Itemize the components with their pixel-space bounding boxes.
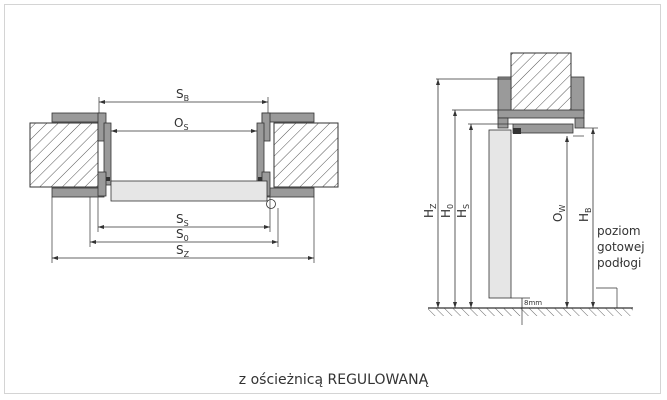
label-h0: H0: [439, 204, 455, 218]
diagram-caption: z ościeżnicą REGULOWANĄ: [238, 372, 429, 388]
label-sb: SB: [176, 87, 189, 103]
label-hs: HS: [455, 204, 471, 218]
door-leaf: [110, 180, 268, 202]
hinge: [266, 199, 276, 209]
label-ow: OW: [551, 205, 567, 222]
top-door-frame: [497, 76, 585, 134]
label-hb: HB: [577, 207, 593, 222]
door-leaf-section: [488, 129, 512, 299]
left-wall: [29, 122, 99, 188]
label-os: OS: [174, 116, 189, 132]
lintel-wall: [510, 52, 572, 114]
left-door-frame: [51, 112, 112, 198]
floor-note-line-2: gotowej: [597, 240, 645, 254]
section-view: HZ H0 HS OW HB 8mm poziom gotowej podłog…: [422, 52, 645, 325]
label-ss: SS: [176, 212, 189, 228]
right-wall: [273, 122, 339, 188]
label-s0: S0: [176, 227, 189, 243]
plan-view: SB OS SS S0 SZ: [29, 87, 339, 263]
label-8mm: 8mm: [524, 299, 542, 307]
floor-hatch: [428, 308, 633, 316]
label-hz: HZ: [422, 203, 438, 218]
label-sz: SZ: [176, 243, 190, 259]
floor-note-line-1: poziom: [597, 224, 641, 238]
floor-note-line-3: podłogi: [597, 256, 641, 270]
